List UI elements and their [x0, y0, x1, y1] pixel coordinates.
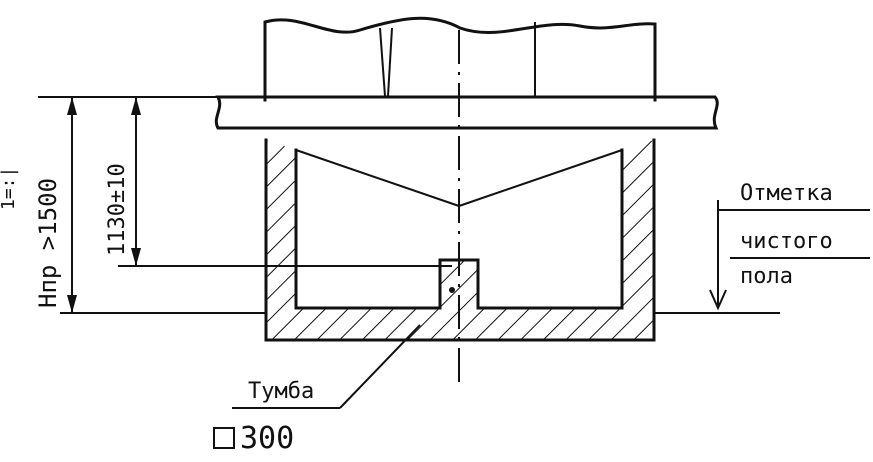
- dim-edge-label: 1=:|: [0, 167, 19, 210]
- pedestal-leader: [213, 324, 421, 449]
- floor-mark-label-line1: Отметка: [740, 181, 833, 206]
- pedestal-center-mark: [449, 287, 455, 293]
- dim-height-min: Нпр >1500: [34, 178, 62, 308]
- dim-height-value: 1130±10: [105, 163, 130, 256]
- pedestal-label: Тумба: [248, 379, 314, 404]
- pedestal-size-label: 300: [240, 421, 294, 456]
- floor-mark: [654, 200, 870, 314]
- floor-mark-label-line3: пола: [740, 264, 793, 289]
- funnel-lines: [295, 149, 623, 207]
- floor-slab: [214, 95, 719, 130]
- floor-mark-label-line2: чистого: [740, 229, 833, 254]
- dimension-lines-left: [38, 96, 452, 314]
- upper-wall: [263, 16, 657, 102]
